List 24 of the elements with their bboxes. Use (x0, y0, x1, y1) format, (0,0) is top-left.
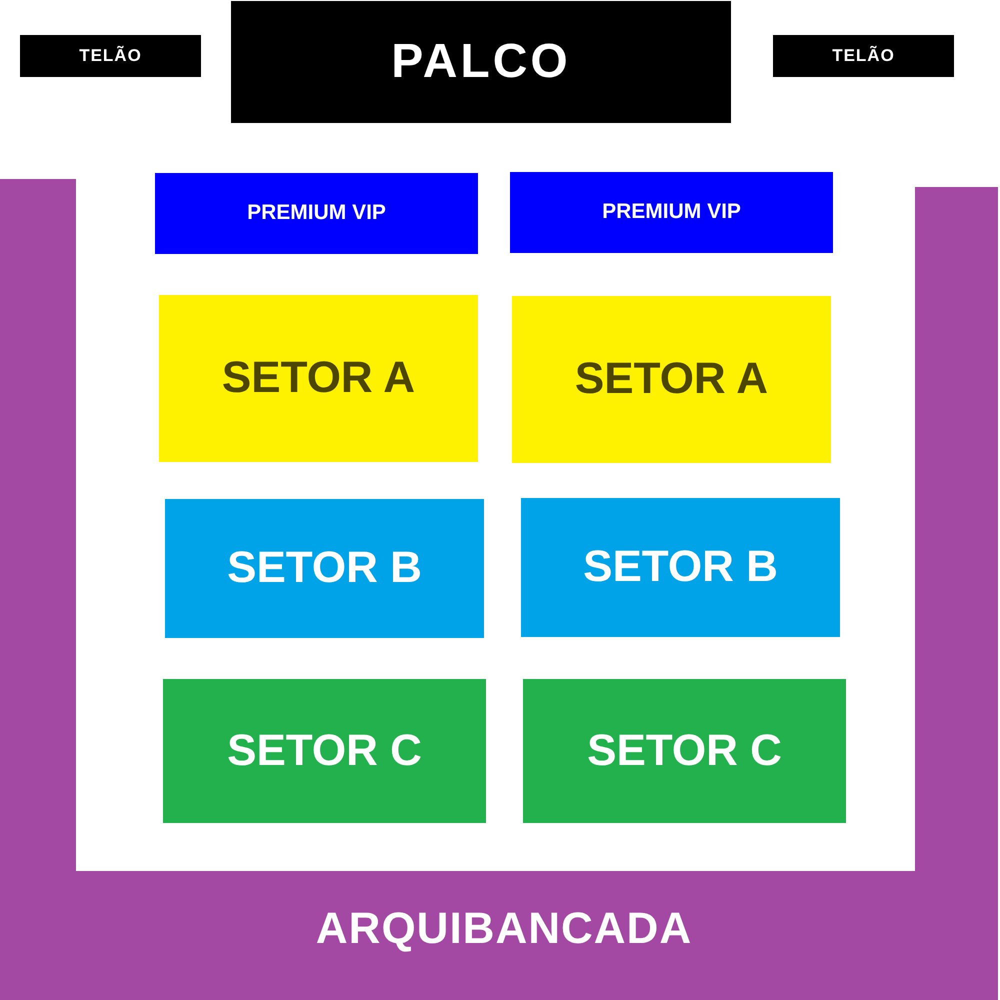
seating-section (512, 296, 831, 463)
vip-section (155, 173, 478, 254)
section-label: SETOR A (222, 355, 416, 402)
section-label: PREMIUM VIP (602, 201, 741, 224)
seating-section (163, 679, 486, 823)
seating-section (521, 498, 840, 637)
section-label: SETOR C (587, 728, 782, 774)
screen-label: TELÃO (832, 47, 895, 65)
seating-section (523, 679, 846, 823)
section-label: SETOR B (227, 545, 422, 592)
stage-label: PALCO (391, 36, 571, 88)
screen-box (20, 35, 201, 77)
seating-section (165, 499, 484, 638)
section-label: SETOR C (227, 728, 422, 774)
screen-box (773, 35, 954, 77)
grandstand-band (0, 179, 998, 1000)
screen-label: TELÃO (79, 47, 142, 65)
section-label: SETOR B (583, 544, 778, 591)
vip-section (510, 172, 833, 253)
stage-box (231, 1, 731, 123)
section-label: SETOR A (574, 356, 768, 403)
grandstand-label: ARQUIBANCADA (316, 906, 692, 952)
section-label: PREMIUM VIP (247, 202, 386, 225)
seating-section (159, 295, 478, 462)
